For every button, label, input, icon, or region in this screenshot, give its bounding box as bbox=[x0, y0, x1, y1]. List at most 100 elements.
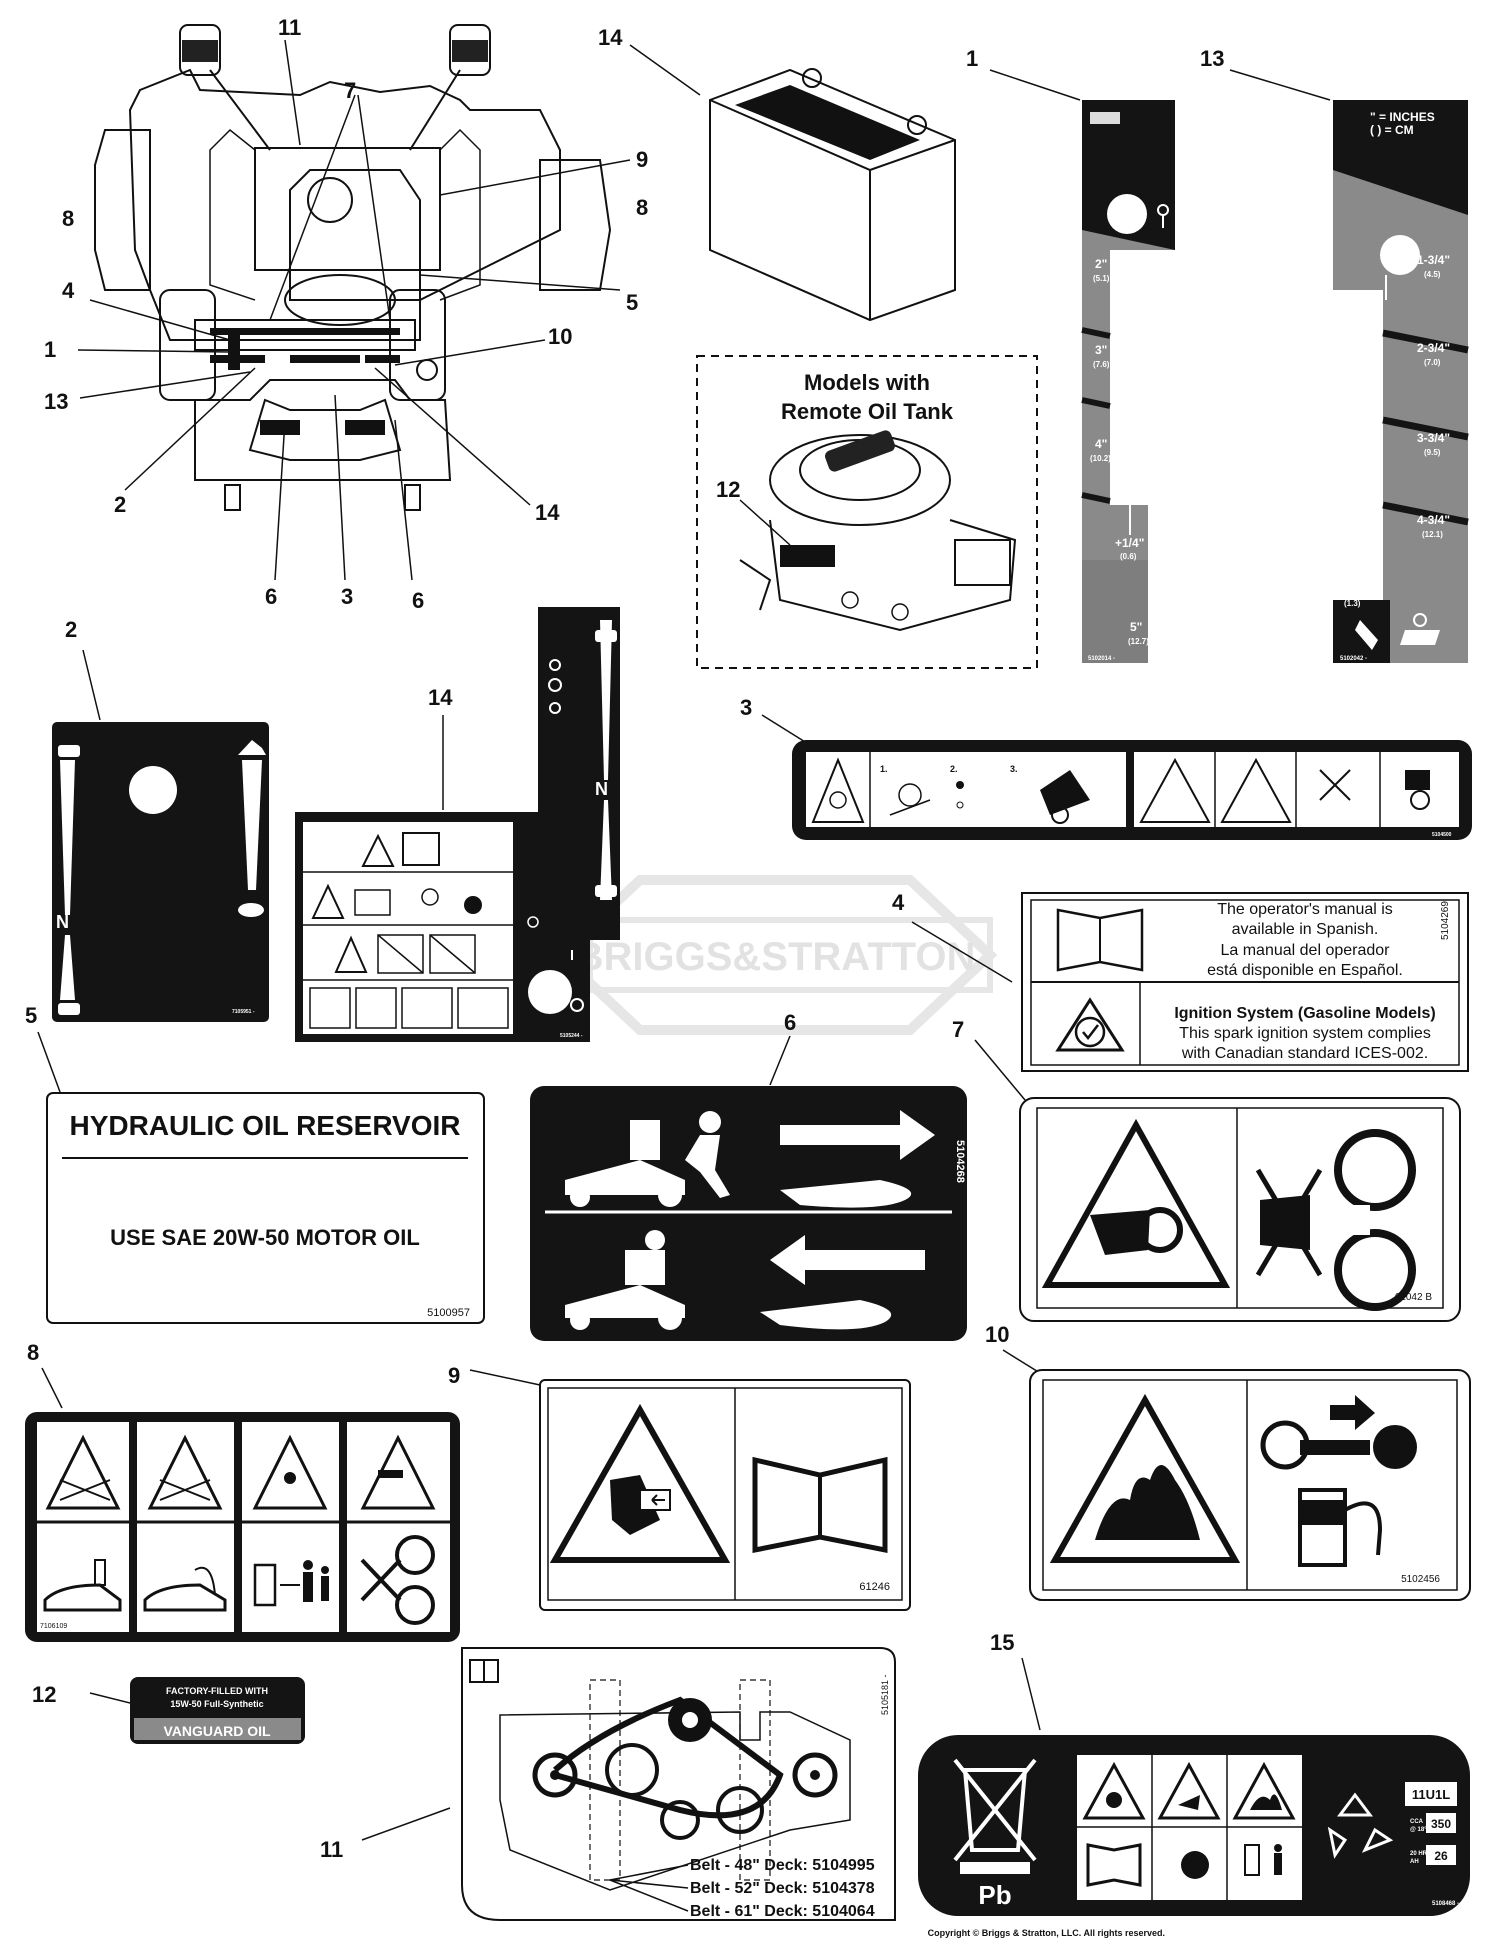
decal15-ah-label-2: AH bbox=[1410, 1859, 1419, 1865]
watermark-text: BRIGGS&STRATTON bbox=[575, 935, 976, 979]
callout-14-battery: 14 bbox=[598, 25, 623, 50]
decal8-part: 7106109 bbox=[40, 1623, 67, 1630]
decal3-part: 5104500 bbox=[1432, 832, 1452, 838]
decal10-part: 5102456 bbox=[1401, 1574, 1440, 1585]
battery-illustration bbox=[629, 44, 956, 322]
decal-14-safety: N 5105244 - bbox=[295, 607, 620, 1042]
decal11-belt-61: Belt - 61" Deck: 5104064 bbox=[690, 1903, 875, 1920]
decal1-part: 5102014 - bbox=[1088, 656, 1115, 662]
decal15-pb: Pb bbox=[978, 1880, 1011, 1910]
decal13-h4-cm: (12.1) bbox=[1422, 530, 1443, 539]
decal1-h4: +1/4" bbox=[1115, 536, 1144, 550]
callout-6-decal: 6 bbox=[784, 1010, 796, 1035]
callout-12-remote: 12 bbox=[716, 477, 740, 502]
decal13-h5: +1/2" bbox=[1336, 582, 1365, 596]
callout-13-mower: 13 bbox=[44, 389, 68, 414]
decal3-step2: 2. bbox=[950, 764, 958, 774]
decal1-h1: 2" bbox=[1095, 257, 1107, 271]
callout-9-decal: 9 bbox=[448, 1363, 460, 1388]
callout-5-decal: 5 bbox=[25, 1003, 37, 1028]
decal1-h5-cm: (12.7) bbox=[1128, 637, 1149, 646]
callout-12-decal: 12 bbox=[32, 1682, 56, 1707]
callout-11-decal: 11 bbox=[320, 1837, 343, 1862]
callout-7-mower: 7 bbox=[344, 78, 356, 103]
decal7-part: 61042 B bbox=[1395, 1292, 1433, 1303]
copyright: Copyright © Briggs & Stratton, LLC. All … bbox=[928, 1928, 1165, 1938]
decal1-h3-cm: (10.2) bbox=[1090, 454, 1111, 463]
decal1-h1-cm: (5.1) bbox=[1093, 274, 1110, 283]
decal5-title: HYDRAULIC OIL RESERVOIR bbox=[69, 1110, 460, 1141]
decal15-ah-label-1: 20 HR bbox=[1410, 1851, 1428, 1857]
decal-15-battery-label: Pb 11U1L CCA @ 18°C 350 20 HR AH 26 5108… bbox=[918, 1657, 1470, 1916]
decal-5-hydraulic: HYDRAULIC OIL RESERVOIR USE SAE 20W-50 M… bbox=[37, 1031, 485, 1324]
decal1-h2-cm: (7.6) bbox=[1093, 360, 1110, 369]
callout-4-mower: 4 bbox=[62, 278, 75, 303]
decal1-h5: 5" bbox=[1130, 620, 1142, 634]
decal9-part: 61246 bbox=[859, 1581, 890, 1593]
callout-8-mower-right: 8 bbox=[636, 195, 648, 220]
decal-3-slope: 1. 2. 3. 5104500 bbox=[761, 714, 1472, 840]
decal12-brand: VANGUARD OIL bbox=[163, 1723, 271, 1739]
decal-6-direction: 5104268 bbox=[530, 1035, 967, 1341]
decal13-h5-cm: (1.3) bbox=[1344, 599, 1361, 608]
remote-oil-tank-box: Models with Remote Oil Tank bbox=[696, 355, 1038, 669]
decal5-part: 5100957 bbox=[427, 1307, 470, 1319]
decal1-h3: 4" bbox=[1095, 437, 1107, 451]
callout-8-mower-left: 8 bbox=[62, 206, 74, 231]
decal-13-height-gauge: " = INCHES ( ) = CM 1-3/4" (4.5) 2-3/4" … bbox=[1229, 69, 1469, 663]
decal13-h3-cm: (9.5) bbox=[1424, 448, 1441, 457]
decal13-h1: 1-3/4" bbox=[1417, 253, 1450, 267]
decal12-line1: FACTORY-FILLED WITH bbox=[166, 1686, 268, 1696]
decal11-part: 5105181 - bbox=[880, 1674, 890, 1715]
decal11-belt-48: Belt - 48" Deck: 5104995 bbox=[690, 1857, 875, 1874]
mower-callout-lines bbox=[77, 39, 631, 581]
callout-15-decal: 15 bbox=[990, 1630, 1014, 1655]
callout-3-decal: 3 bbox=[740, 695, 752, 720]
callout-6-mower-right: 6 bbox=[412, 588, 424, 613]
mower-illustration bbox=[94, 24, 612, 511]
remote-oil-title-2: Remote Oil Tank bbox=[781, 399, 954, 424]
decal13-h3: 3-3/4" bbox=[1417, 431, 1450, 445]
decal-9-warning: 61246 bbox=[469, 1369, 911, 1611]
decal4-ignition-title: Ignition System (Gasoline Models) bbox=[1174, 1005, 1435, 1022]
decal-7-warning: 61042 B bbox=[974, 1039, 1461, 1322]
callout-13-decal: 13 bbox=[1200, 46, 1224, 71]
callout-4-decal: 4 bbox=[892, 890, 905, 915]
watermark: BRIGGS&STRATTON bbox=[552, 875, 998, 1035]
decal-11-belt-routing: 5105181 - Belt - 48" Deck: 5104995 Belt … bbox=[361, 1647, 896, 1921]
decal15-cca-label-1: CCA bbox=[1410, 1819, 1424, 1825]
decal13-unit2: ( ) = CM bbox=[1370, 123, 1414, 137]
decal4-ignition-line1: This spark ignition system complies bbox=[1179, 1025, 1431, 1042]
decal13-h2-cm: (7.0) bbox=[1424, 358, 1441, 367]
callout-2-decal: 2 bbox=[65, 617, 77, 642]
decal15-model: 11U1L bbox=[1412, 1787, 1450, 1802]
decal2-n: N bbox=[56, 912, 69, 932]
callout-6-mower-left: 6 bbox=[265, 584, 277, 609]
decal2-part: 7105951 - bbox=[232, 1009, 255, 1015]
callout-14-mower: 14 bbox=[535, 500, 560, 525]
decal13-h2: 2-3/4" bbox=[1417, 341, 1450, 355]
callout-2-mower: 2 bbox=[114, 492, 126, 517]
decal4-ignition-line2: with Canadian standard ICES-002. bbox=[1181, 1045, 1428, 1062]
decal15-part: 5108468 - bbox=[1432, 1901, 1459, 1907]
decal-4-info: The operator's manual is available in Sp… bbox=[911, 892, 1469, 1072]
decal-2-speed: N 7105951 - bbox=[52, 649, 269, 1022]
decal13-h1-cm: (4.5) bbox=[1424, 270, 1441, 279]
decal3-step1: 1. bbox=[880, 764, 888, 774]
decal5-body: USE SAE 20W-50 MOTOR OIL bbox=[110, 1225, 420, 1250]
callout-14-decal: 14 bbox=[428, 685, 453, 710]
decal13-part: 5102042 - bbox=[1340, 656, 1367, 662]
decal15-cca-label-2: @ 18°C bbox=[1410, 1827, 1432, 1833]
decal13-h4: 4-3/4" bbox=[1417, 513, 1450, 527]
decal4-part: 5104269 bbox=[1440, 901, 1451, 940]
decal12-line2: 15W-50 Full-Synthetic bbox=[170, 1699, 263, 1709]
decal-1-height-gauge: 2" (5.1) 3" (7.6) 4" (10.2) +1/4" (0.6) … bbox=[989, 69, 1175, 663]
decal-8-discharge: 7106109 bbox=[25, 1367, 460, 1642]
callout-10-decal: 10 bbox=[985, 1322, 1009, 1347]
decal4-line1: The operator's manual is bbox=[1217, 901, 1393, 918]
callout-9-mower: 9 bbox=[636, 147, 648, 172]
callout-3-mower: 3 bbox=[341, 584, 353, 609]
decal6-part: 5104268 bbox=[954, 1140, 966, 1183]
decal4-line3: La manual del operador bbox=[1220, 942, 1390, 959]
